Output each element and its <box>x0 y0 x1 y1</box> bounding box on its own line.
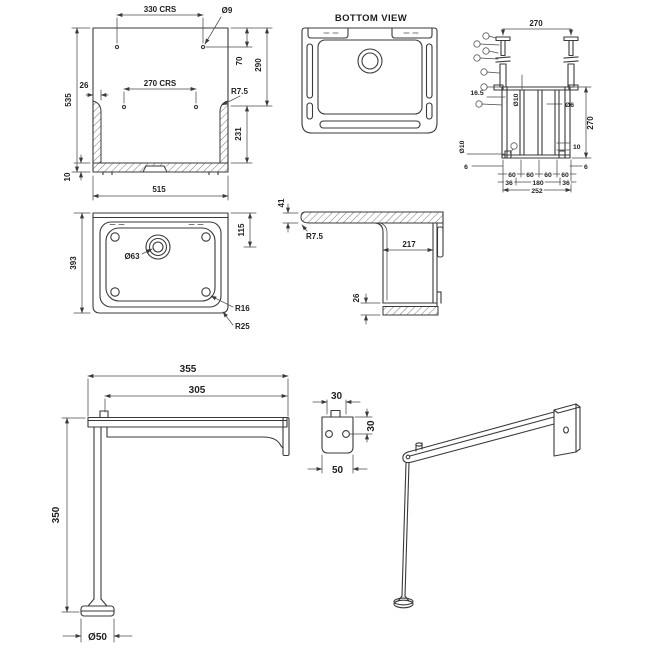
plan-bowl <box>105 227 216 302</box>
front-fixing-hole <box>114 44 120 50</box>
plan-dim-lines <box>73 212 257 326</box>
section-bottom-slab <box>382 306 439 316</box>
dim-plan-r25: R25 <box>235 322 250 331</box>
fixing-body <box>501 86 571 159</box>
dim-front-290: 290 <box>254 58 263 72</box>
plan-rim <box>99 221 222 308</box>
front-left-wall-hatch <box>92 100 102 164</box>
front-section-view: 330 CRS Ø9 535 26 270 CRS R7.5 70 290 23… <box>63 5 273 201</box>
plan-corner-radii <box>110 232 211 297</box>
leg-dim-lines <box>61 373 289 643</box>
dim-front-10: 10 <box>63 172 72 181</box>
wall-plate-detail: 30 30 50 <box>307 391 377 476</box>
dim-leg-foot-dia: Ø50 <box>88 632 107 643</box>
dim-fixing-36-left: 36 <box>505 180 513 187</box>
dim-leg-350: 350 <box>51 506 62 523</box>
dim-fixing-pitch2: 60 <box>526 172 534 179</box>
plan-view: 393 Ø63 115 R16 R25 <box>69 212 257 331</box>
plan-drain-outer <box>145 234 171 260</box>
front-fixing-hole <box>121 104 127 110</box>
bottom-slots <box>306 43 433 129</box>
bottom-drain-inner <box>361 52 379 70</box>
front-right-wall-hatch <box>219 100 229 164</box>
iso-arm <box>402 411 555 464</box>
front-feet-ticks <box>102 171 219 176</box>
dim-fixing-hole-dia: Ø10 <box>459 140 466 153</box>
dim-front-70: 70 <box>235 56 244 65</box>
dim-fixing-6-right: 6 <box>584 164 588 171</box>
leg-side-outline <box>80 410 290 617</box>
dim-plan-r16: R16 <box>235 304 250 313</box>
dim-section-217: 217 <box>402 240 416 249</box>
dim-fixing-180: 180 <box>532 180 544 187</box>
section-top-slab <box>300 211 444 224</box>
dim-fixing-pitch4: 60 <box>561 172 569 179</box>
dim-section-26: 26 <box>352 293 361 302</box>
dim-plate-50: 50 <box>332 465 344 476</box>
dim-front-231: 231 <box>234 127 243 141</box>
bottom-outline <box>301 27 438 134</box>
dim-front-height: 535 <box>64 93 73 107</box>
leg-isometric-view <box>393 403 581 609</box>
dim-plate-30-side: 30 <box>366 420 377 432</box>
fixing-screws <box>493 36 579 91</box>
dim-fixing-rod-dia: Ø10 <box>513 93 520 106</box>
bottom-view: BOTTOM VIEW <box>301 13 438 134</box>
dim-front-width: 515 <box>152 185 166 194</box>
dim-leg-305: 305 <box>189 385 206 396</box>
dim-fixing-pitch1: 60 <box>508 172 516 179</box>
bottom-drain-outer <box>357 48 383 74</box>
dim-section-41: 41 <box>277 198 286 207</box>
dim-front-rim-radius: R7.5 <box>231 87 248 96</box>
leg-side-view: 355 305 350 Ø50 <box>51 364 290 643</box>
fixing-callouts <box>473 32 518 154</box>
dim-front-crs330: 330 CRS <box>144 5 177 14</box>
plan-drain-hole <box>152 241 164 253</box>
bottom-inner-rim <box>317 39 423 115</box>
dim-plan-115: 115 <box>237 223 246 236</box>
front-outline <box>92 27 229 173</box>
dim-leg-355: 355 <box>180 364 197 375</box>
dim-fixing-6-left: 6 <box>464 164 468 171</box>
section-dim-lines <box>282 203 434 325</box>
plan-drain-mid <box>148 237 168 257</box>
bottom-view-title: BOTTOM VIEW <box>335 13 407 24</box>
plate-dim-lines <box>307 399 373 474</box>
dim-fixing-270-top: 270 <box>529 19 543 28</box>
dim-front-crs270: 270 CRS <box>144 79 177 88</box>
dim-fixing-165: 16.5 <box>470 90 483 97</box>
dim-front-wall26: 26 <box>80 81 89 90</box>
dim-fixing-36-right: 36 <box>562 180 570 187</box>
dim-fixing-252: 252 <box>531 188 543 195</box>
front-base-hatch <box>92 162 229 173</box>
dim-section-r75: R7.5 <box>306 232 323 241</box>
dim-fixing-pitch3: 60 <box>544 172 552 179</box>
dim-fixing-270-right: 270 <box>586 116 595 130</box>
dim-plan-drain-dia: Ø63 <box>124 252 140 261</box>
iso-wall-plate <box>553 403 581 457</box>
section-front-wall <box>375 222 384 304</box>
front-dim-lines <box>71 12 273 201</box>
fixing-dim-lines <box>466 28 592 193</box>
iso-leg <box>393 462 414 609</box>
section-front-wall-inner <box>379 222 388 301</box>
dim-fixing-10: 10 <box>573 144 581 151</box>
bottom-top-notch-right <box>391 27 433 39</box>
plan-outline <box>92 212 229 314</box>
dim-plan-depth: 393 <box>69 256 78 270</box>
dim-front-dia9: Ø9 <box>222 6 233 15</box>
dim-plate-30-top: 30 <box>331 391 343 402</box>
front-fixing-hole <box>193 104 199 110</box>
plate-outline <box>321 409 354 454</box>
bottom-top-notch-left <box>307 27 349 39</box>
front-fixing-hole <box>200 44 206 50</box>
side-section-view: 41 R7.5 217 26 <box>277 198 444 325</box>
section-back-wall <box>432 211 444 307</box>
dim-fixing-pin-dia: Ø6 <box>565 102 574 109</box>
fixing-kit-view: 270 16.5 Ø10 Ø6 270 Ø10 10 6 6 60 60 60 … <box>459 19 595 197</box>
